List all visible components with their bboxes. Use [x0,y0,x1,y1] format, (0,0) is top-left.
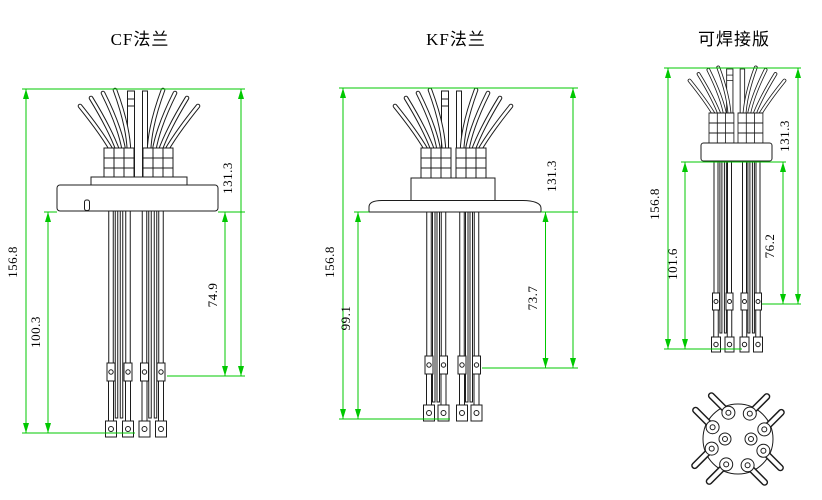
bottom-view-flange-circle [702,403,774,475]
cf-dim-flange-to-tip-label: 100.3 [28,316,43,348]
kf-flange-plate [368,200,542,213]
kf-dim-flange-to-terminal-label: 73.7 [525,286,540,311]
kf-flange-drawing: 156.8 99.1 131.3 73.7 [322,87,578,422]
cf-wire-fan-right [149,90,198,151]
bottom-view-center-pins [718,432,758,446]
kf-drawing-title: KF法兰 [426,30,486,49]
weldable-pin [711,160,721,353]
weldable-drawing-title: 可焊接版 [698,30,770,49]
cf-adapter-plate [90,176,188,186]
cf-dim-flange-to-terminal-label: 74.9 [205,283,220,308]
weldable-flange-disc [700,142,773,162]
weldable-drawing: 156.8 101.6 131.3 76.2 [647,65,801,353]
kf-dimensions: 156.8 99.1 131.3 73.7 [322,87,578,420]
kf-dim-flange-to-tip-label: 99.1 [338,306,353,331]
cf-dim-total-label: 156.8 [5,246,20,278]
weldable-wire-fan-left [687,65,732,120]
cf-flange-notch [84,199,90,211]
kf-ceramic-stack-left [420,147,452,179]
cf-ceramic-stack-left [103,147,135,179]
cf-dimensions: 156.8 100.3 131.3 74.9 [5,88,245,434]
cf-flange-plate [56,184,219,212]
kf-wire-fan-right [462,90,511,151]
kf-boss-block [410,177,496,202]
bottom-view-outer-pins [704,405,772,473]
weldable-dim-flange-to-terminal-label: 76.2 [762,234,777,259]
weldable-background-rods [719,160,755,334]
weldable-dim-top-to-terminal-label: 131.3 [777,120,792,152]
weldable-ceramic-stack-right [737,112,764,144]
bottom-view-drawing [691,392,785,486]
kf-wire-fan-left [395,90,444,151]
weldable-wire-fan-right [742,65,787,120]
kf-ceramic-stack-right [455,147,487,179]
cf-drawing-title: CF法兰 [110,30,170,49]
weldable-dimensions: 156.8 101.6 131.3 76.2 [647,67,801,350]
kf-dim-top-to-terminal-label: 131.3 [544,160,559,192]
kf-dim-total-label: 156.8 [322,246,337,278]
weldable-dim-total-label: 156.8 [647,188,662,220]
weldable-dim-flange-to-tip-label: 101.6 [665,248,680,280]
cf-ceramic-stack-right [142,147,174,179]
cf-flange-drawing: 156.8 100.3 131.3 74.9 [5,88,245,438]
cf-dim-top-to-terminal-label: 131.3 [220,162,235,194]
cf-background-rods [114,210,158,419]
weldable-ceramic-stack-left [708,112,735,144]
cf-wire-fan-left [80,90,129,151]
cf-pin [122,210,134,438]
